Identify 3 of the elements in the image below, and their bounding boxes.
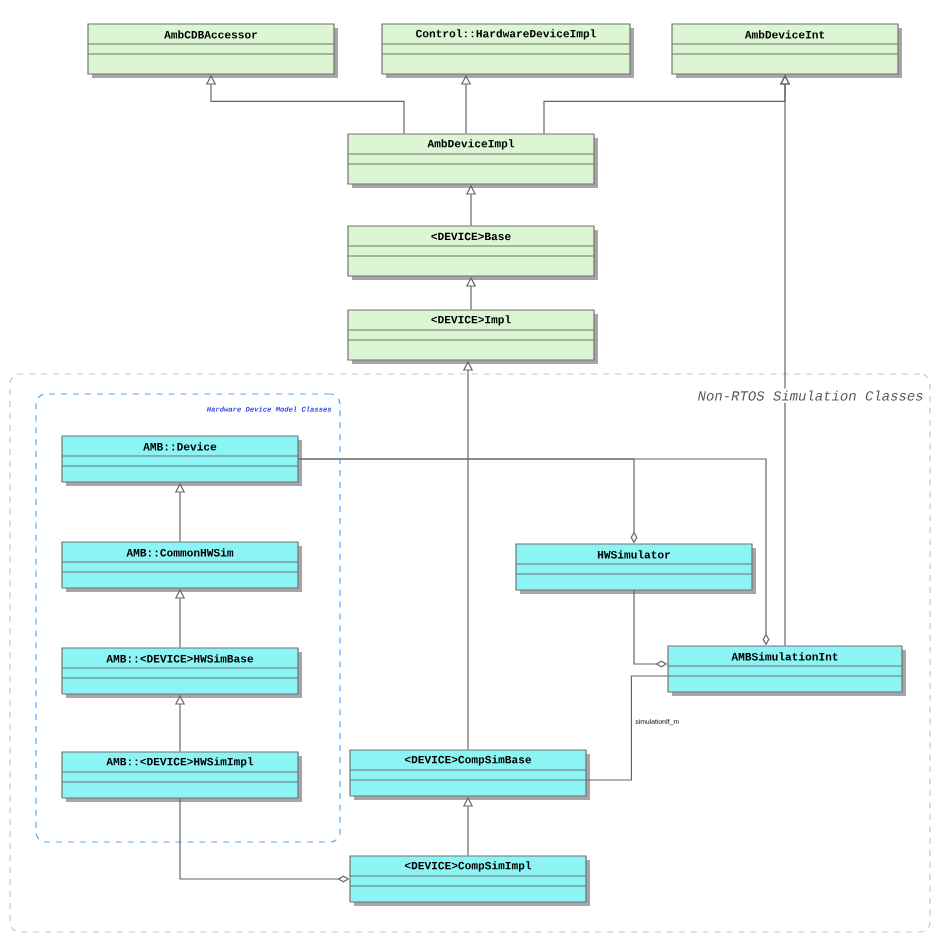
connector: [586, 675, 668, 781]
group-frame: [9, 373, 931, 933]
group-frame: [35, 393, 341, 843]
